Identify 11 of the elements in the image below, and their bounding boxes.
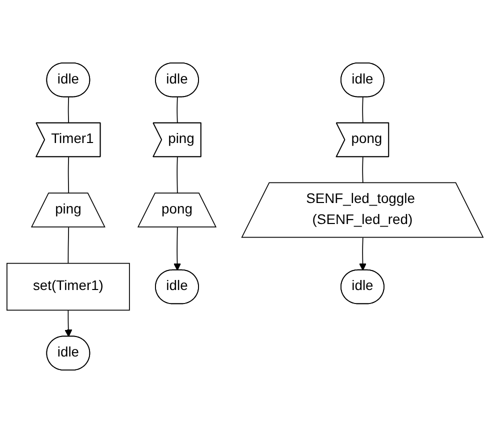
connector [362,96,364,124]
connector [68,156,70,194]
connector [68,96,70,124]
arrow [64,310,72,337]
connector [176,156,178,194]
arrow [173,226,182,271]
arrow [358,237,367,271]
node-box: set(Timer1) [6,262,130,311]
connector [68,226,70,264]
connector [176,96,178,124]
connector [362,156,364,184]
